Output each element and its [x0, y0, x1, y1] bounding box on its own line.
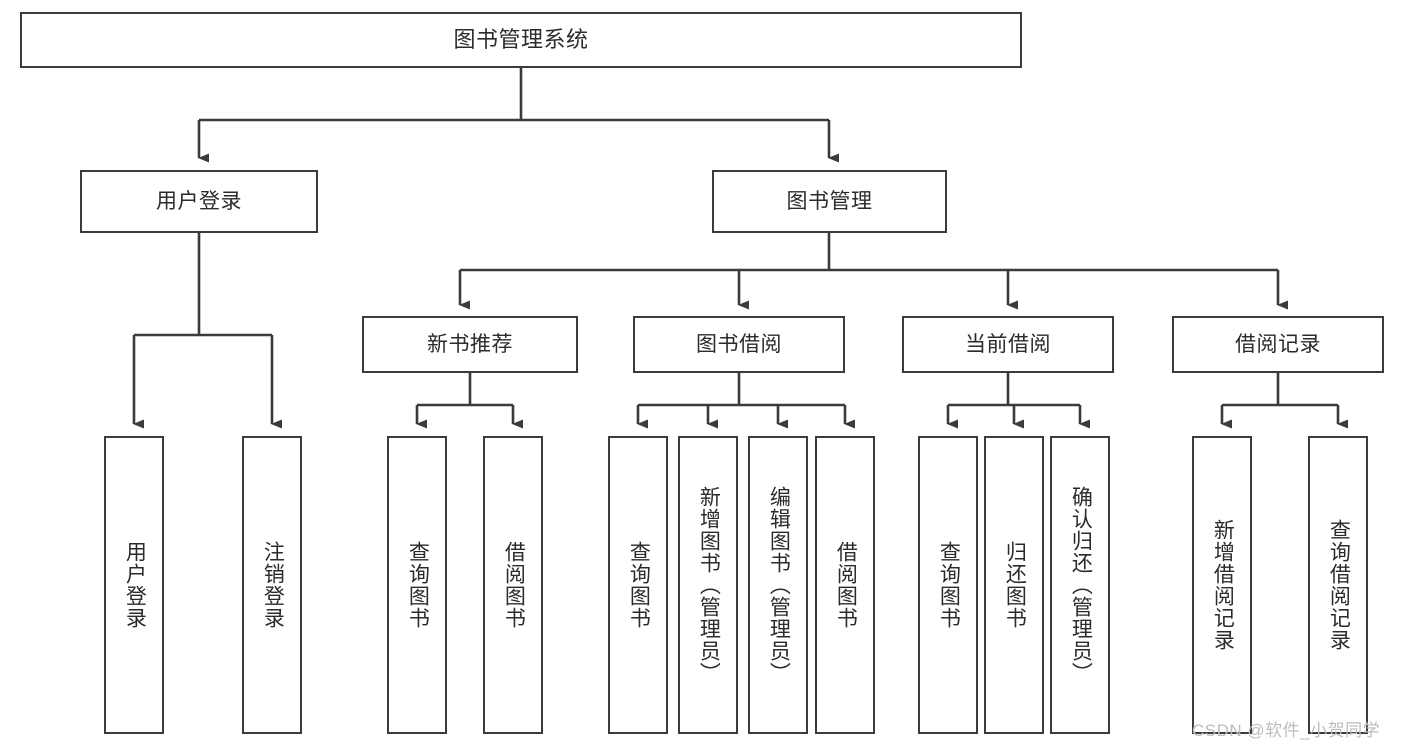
node-leaf-query-book-3-label: 查询图书 [937, 541, 961, 629]
node-leaf-return-book-label: 归还图书 [1003, 541, 1027, 629]
node-new-book-recommend[interactable]: 新书推荐 [362, 316, 578, 373]
node-leaf-add-record[interactable]: 新增借阅记录 [1192, 436, 1252, 734]
node-user-login[interactable]: 用户登录 [80, 170, 318, 233]
node-leaf-confirm-return[interactable]: 确认归还（管理员） [1050, 436, 1110, 734]
node-root-label: 图书管理系统 [453, 26, 589, 52]
node-leaf-logout-login-label: 注销登录 [261, 541, 285, 629]
node-leaf-edit-book[interactable]: 编辑图书（管理员） [748, 436, 808, 734]
node-leaf-add-record-label: 新增借阅记录 [1211, 519, 1235, 651]
node-leaf-borrow-book-1[interactable]: 借阅图书 [483, 436, 543, 734]
node-leaf-borrow-book-2[interactable]: 借阅图书 [815, 436, 875, 734]
node-root-book-management-system[interactable]: 图书管理系统 [20, 12, 1022, 68]
node-leaf-edit-book-label: 编辑图书（管理员） [767, 486, 791, 684]
node-leaf-logout-login[interactable]: 注销登录 [242, 436, 302, 734]
node-borrow-record[interactable]: 借阅记录 [1172, 316, 1384, 373]
node-book-manage-label: 图书管理 [786, 189, 873, 213]
node-leaf-user-login-label: 用户登录 [123, 541, 147, 629]
node-leaf-borrow-book-2-label: 借阅图书 [834, 541, 858, 629]
node-leaf-query-book-2-label: 查询图书 [627, 541, 651, 629]
node-borrow-record-label: 借阅记录 [1235, 332, 1321, 356]
node-leaf-query-book-3[interactable]: 查询图书 [918, 436, 978, 734]
node-leaf-query-record[interactable]: 查询借阅记录 [1308, 436, 1368, 734]
node-leaf-query-book-1-label: 查询图书 [406, 541, 430, 629]
node-user-login-label: 用户登录 [156, 189, 242, 213]
node-leaf-add-book[interactable]: 新增图书（管理员） [678, 436, 738, 734]
node-book-manage[interactable]: 图书管理 [712, 170, 947, 233]
node-book-borrow-label: 图书借阅 [696, 332, 782, 356]
node-leaf-borrow-book-1-label: 借阅图书 [502, 541, 526, 629]
node-book-borrow[interactable]: 图书借阅 [633, 316, 845, 373]
node-leaf-return-book[interactable]: 归还图书 [984, 436, 1044, 734]
node-leaf-user-login[interactable]: 用户登录 [104, 436, 164, 734]
node-leaf-query-book-2[interactable]: 查询图书 [608, 436, 668, 734]
node-current-borrow[interactable]: 当前借阅 [902, 316, 1114, 373]
csdn-watermark: CSDN @软件_小贺同学 [1192, 721, 1381, 740]
node-leaf-confirm-return-label: 确认归还（管理员） [1069, 486, 1093, 684]
node-leaf-add-book-label: 新增图书（管理员） [697, 486, 721, 684]
node-leaf-query-record-label: 查询借阅记录 [1327, 519, 1351, 651]
node-new-book-recommend-label: 新书推荐 [427, 332, 513, 356]
node-current-borrow-label: 当前借阅 [965, 332, 1051, 356]
node-leaf-query-book-1[interactable]: 查询图书 [387, 436, 447, 734]
